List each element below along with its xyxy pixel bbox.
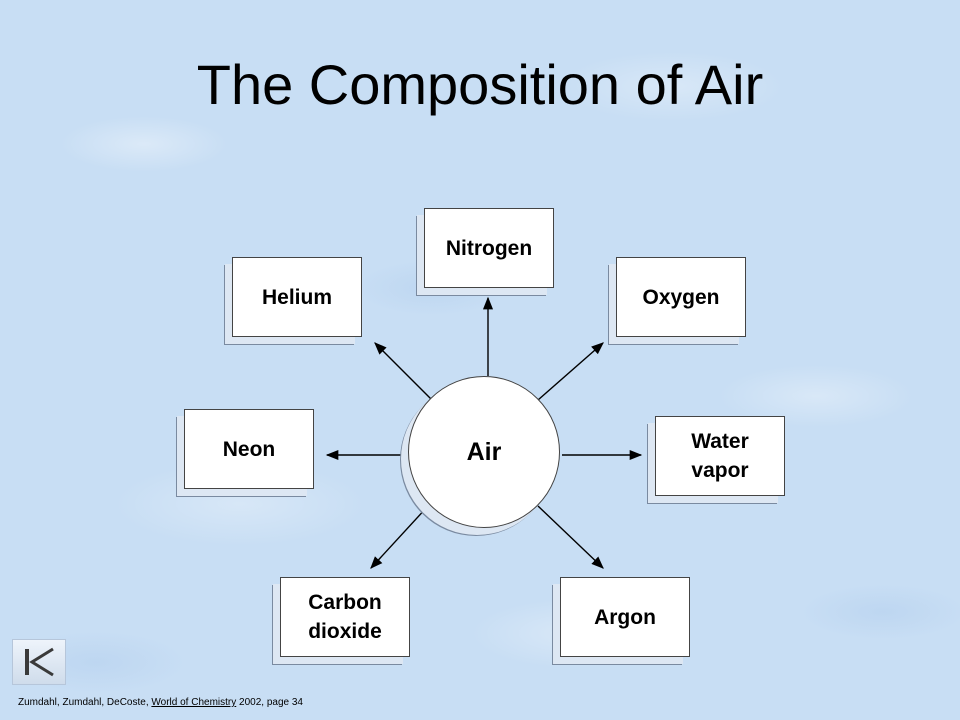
argon-box: Argon (560, 577, 690, 657)
helium-box: Helium (232, 257, 362, 337)
citation: Zumdahl, Zumdahl, DeCoste, World of Chem… (18, 697, 303, 708)
carbon-dioxide-box: Carbon dioxide (280, 577, 410, 657)
air-hub-label: Air (466, 437, 502, 466)
arrow-to-carbon-dioxide (370, 505, 429, 569)
first-slide-button[interactable] (12, 639, 66, 685)
arrow-to-oxygen (537, 342, 604, 401)
air-hub-circle: Air (408, 376, 560, 528)
arrow-to-argon (537, 505, 604, 569)
nitrogen-box: Nitrogen (424, 208, 554, 288)
neon-box: Neon (184, 409, 314, 489)
oxygen-box: Oxygen (616, 257, 746, 337)
slide-title: The Composition of Air (196, 53, 764, 116)
citation-authors: Zumdahl, Zumdahl, DeCoste, (18, 697, 152, 708)
first-slide-icon (25, 647, 54, 677)
citation-page: 2002, page 34 (236, 697, 303, 708)
citation-book-link[interactable]: World of Chemistry (151, 697, 237, 708)
arrow-to-helium (374, 342, 433, 401)
water-vapor-box: Water vapor (655, 416, 785, 496)
